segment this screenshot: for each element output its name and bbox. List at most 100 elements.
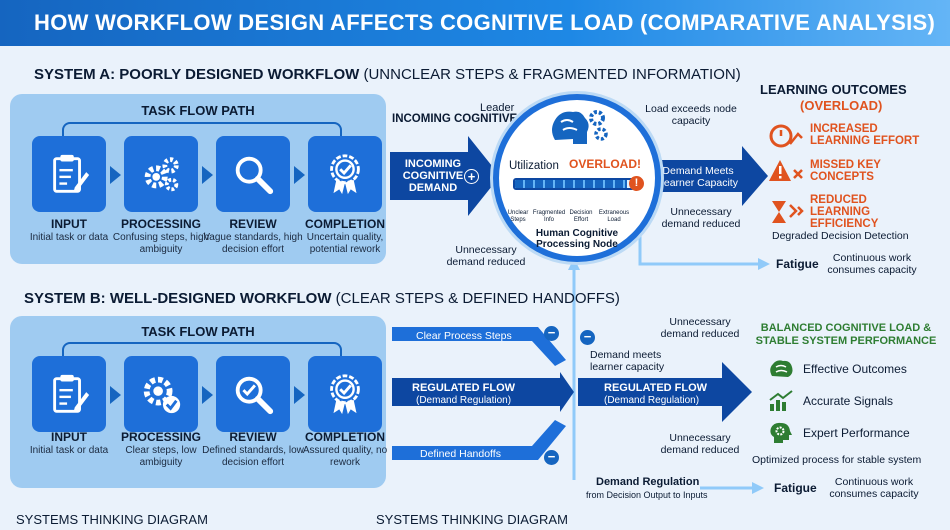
system-a-fatigue-label: Fatigue [776,257,819,271]
balanced-effective-outcomes-text: Effective Outcomes [803,362,907,376]
system-a-arrow-3 [294,166,305,184]
hourglass-icon [772,201,804,223]
system-b-step-processing-desc: Clear steps, low ambiguity [125,445,197,468]
defined-handoffs-label: Defined Handoffs [420,448,501,460]
unnecessary-reduced-right: Unnecessary demand reduced [661,206,741,230]
balanced-expert-performance: Expert Performance [768,422,910,444]
brain-gears-icon [552,110,608,144]
incoming-arrow-label: INCOMING COGNITIVE DEMAND [402,158,464,194]
balanced-title: BALANCED COGNITIVE LOAD & STABLE SYSTEM … [755,322,937,347]
minus-icon: − [544,326,559,341]
clipboard-pencil-icon [53,154,90,193]
system-b-arrow-1 [110,386,121,404]
balanced-expert-performance-text: Expert Performance [803,426,910,440]
clear-steps-label: Clear Process Steps [416,330,512,342]
system-b-step-review [216,356,290,432]
system-a-loop-bracket [62,122,342,138]
system-a-step-review-desc: Vague standards, high decision effort [203,232,303,255]
system-a-step-review [216,136,290,212]
system-b-step-review-label: REVIEW [229,430,277,444]
system-b-step-review-desc: Defined standards, low decision effort [202,445,304,468]
minus-icon: − [544,450,559,465]
regulated-flow-right-sub: (Demand Regulation) [604,395,700,406]
system-a-step-input-desc: Initial task or data [29,232,109,243]
leader-label: Leader [480,102,515,114]
system-a-step-input-label: INPUT [51,217,87,231]
node-name: Human Cognitive Processing Node [535,228,619,250]
system-b-step-input-label: INPUT [51,430,87,444]
utilization-bar-fill [515,180,628,188]
system-b-step-input [32,356,106,432]
balanced-effective-outcomes: Effective Outcomes [768,358,907,380]
outcome-reduced-efficiency-text: REDUCED LEARNING EFFICIENCY [810,194,879,230]
system-a-arrow-1 [110,166,121,184]
system-a-title-bold: SYSTEM A: POORLY DESIGNED WORKFLOW [34,66,360,83]
demand-regulation-sub: from Decision Output to Inputs [586,490,708,500]
system-a-arrow-2 [202,166,213,184]
outcome-increased-effort: INCREASED LEARNING EFFORT [768,122,920,148]
balanced-accurate-signals: Accurate Signals [768,390,893,412]
outcome-increased-effort-text: INCREASED LEARNING EFFORT [810,123,920,147]
segment-decision-effort: Decision Effort [569,210,593,223]
system-b-step-processing-label: PROCESSING [120,430,201,444]
system-a-flow-panel: TASK FLOW PATH INPUT Initial task or dat… [10,94,386,264]
system-a-step-completion-desc: Uncertain quality, potential rework [306,232,384,255]
stopwatch-icon [769,124,803,148]
brain-icon [770,360,793,377]
minus-icon: − [580,330,595,345]
balanced-accurate-signals-text: Accurate Signals [803,394,894,408]
page-title: HOW WORKFLOW DESIGN AFFECTS COGNITIVE LO… [0,0,950,46]
system-a-title: SYSTEM A: POORLY DESIGNED WORKFLOW (UNNC… [34,66,741,83]
system-a-step-input [32,136,106,212]
system-b-step-completion [308,356,382,432]
award-badge-icon [330,154,360,195]
segment-fragmented-info: Fragmented Info [532,210,566,223]
award-badge-icon [330,374,360,415]
system-b-step-input-desc: Initial task or data [29,445,109,456]
system-b-title: SYSTEM B: WELL-DESIGNED WORKFLOW (CLEAR … [24,290,620,307]
system-b-step-processing [124,356,198,432]
magnifier-check-icon [235,376,274,415]
alert-icon: ! [629,176,644,191]
system-a-title-rest: (UNNCLEAR STEPS & FRAGMENTED INFORMATION… [359,66,741,83]
system-b-arrow-2 [202,386,213,404]
system-b-unnecessary-bottom: Unnecessary demand reduced [660,432,740,456]
system-b-fatigue-label: Fatigue [774,481,817,495]
load-exceeds-label: Load exceeds node capacity [645,103,737,127]
magnifier-icon [235,156,274,195]
system-b-demand-meets-label: Demand meets learner capacity [590,349,665,373]
system-b-title-rest: (CLEAR STEPS & DEFINED HANDOFFS) [331,290,620,307]
outcome-missed-concepts-text: MISSED KEY CONCEPTS [810,159,881,183]
footer-left: SYSTEMS THINKING DIAGRAM [16,512,208,527]
gear-check-icon [143,376,181,414]
system-a-step-review-label: REVIEW [229,217,277,231]
system-b-step-completion-label: COMPLETION [305,430,385,444]
gears-icon [144,157,179,192]
warning-icon [769,160,803,181]
system-a-fatigue-arrowhead [758,258,770,270]
head-gear-icon [770,422,792,443]
system-a-fatigue-desc: Continuous work consumes capacity [827,252,917,276]
degraded-decision-note: Degraded Decision Detection [772,230,909,242]
learning-outcomes-title: LEARNING OUTCOMES [760,82,907,97]
system-a-flow-title: TASK FLOW PATH [141,103,255,118]
balanced-note: Optimized process for stable system [752,454,922,466]
utilization-label: Utilization [509,160,559,172]
system-b-arrow-3 [294,386,305,404]
segment-unclear-steps: Unclear Steps [507,210,529,223]
system-b-title-bold: SYSTEM B: WELL-DESIGNED WORKFLOW [24,290,332,307]
system-a-step-completion-label: COMPLETION [305,217,385,231]
system-b-step-completion-desc: Assured quality, no rework [302,445,388,468]
regulated-flow-sub: (Demand Regulation) [416,395,512,406]
cognitive-node: Utilization OVERLOAD! ! Unclear Steps Fr… [493,94,661,262]
system-a-step-processing-desc: Confusing steps, high ambiguity [112,232,210,255]
footer-center: SYSTEMS THINKING DIAGRAM [376,512,568,527]
system-b-fatigue-desc: Continuous work consumes capacity [829,476,919,500]
system-a-step-processing [124,136,198,212]
utilization-bar [513,178,635,190]
system-b-unnecessary-top: Unnecessary demand reduced [660,316,740,340]
outcome-missed-concepts: MISSED KEY CONCEPTS [768,158,920,184]
system-b-fatigue-arrowhead [752,482,764,494]
unnecessary-reduced-left: Unnecessary demand reduced [446,244,526,268]
system-b-flow-panel: TASK FLOW PATH INPUT Initial task or dat… [10,316,387,488]
